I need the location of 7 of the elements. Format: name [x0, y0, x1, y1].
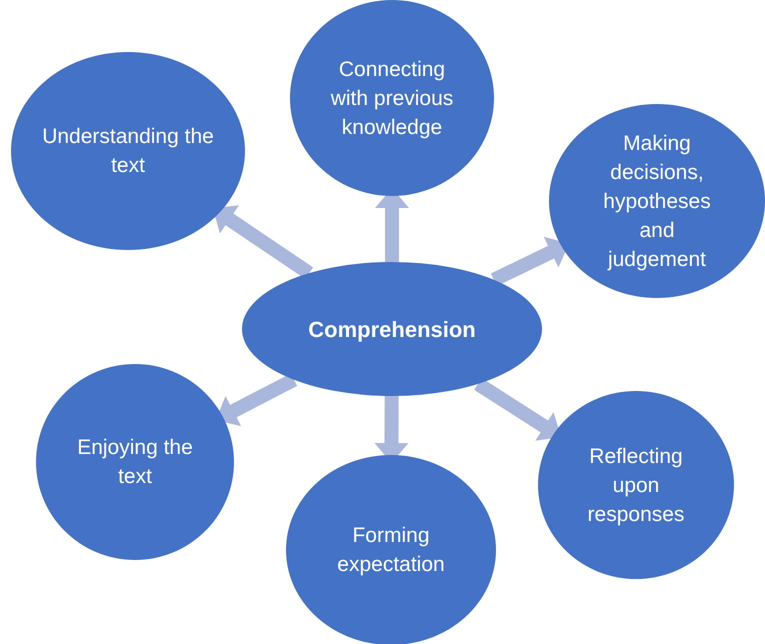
- topic-label: Understanding the text: [41, 124, 215, 179]
- topic-label: Connecting with previous knowledge: [330, 56, 454, 140]
- topic-label: Forming expectation: [336, 523, 446, 578]
- topic-label: Enjoying the text: [76, 435, 194, 490]
- central-label: Comprehension: [308, 316, 476, 344]
- topic-label: Reflecting upon responses: [586, 444, 686, 528]
- topic-label: Making decisions, hypotheses and judgement: [602, 130, 712, 272]
